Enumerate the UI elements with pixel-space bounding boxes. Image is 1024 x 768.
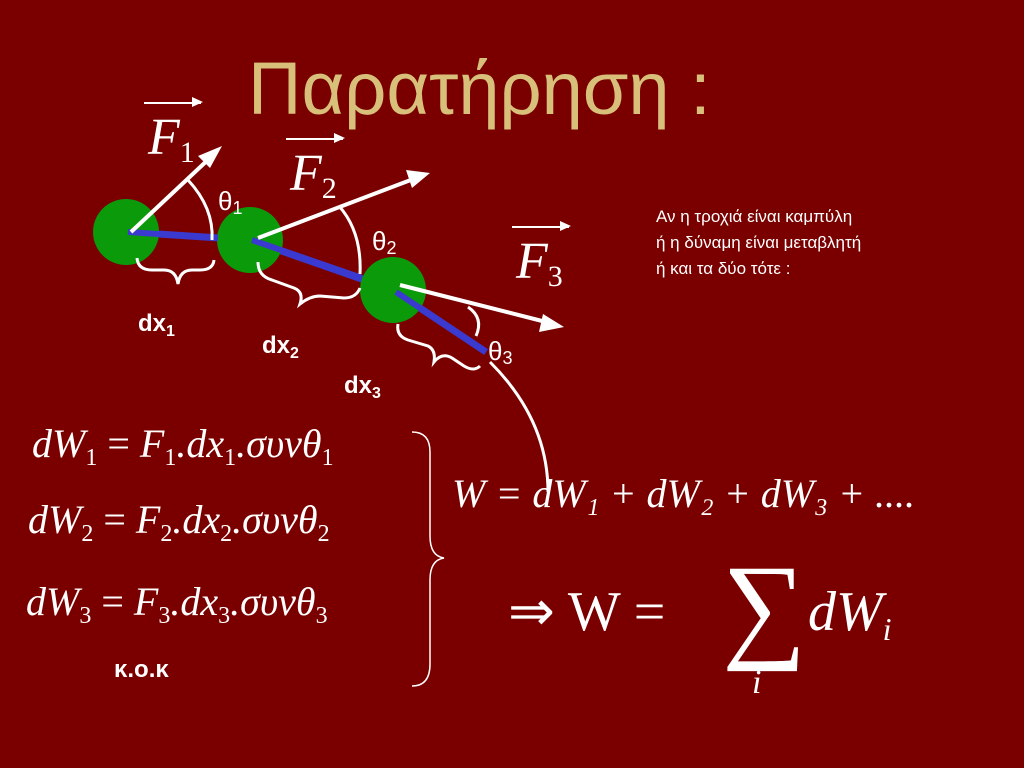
pointer-curve bbox=[488, 360, 550, 493]
sum-lhs: ⇒ W = bbox=[508, 581, 666, 643]
displacement-label-2: dx2 bbox=[262, 332, 299, 362]
force-arrow-3 bbox=[399, 283, 564, 332]
force-label-1: F1 bbox=[144, 97, 203, 169]
brace-dx3 bbox=[396, 323, 482, 371]
total-work-equation: W = dW₁ + dW₂ + dW₃ + .... bbox=[452, 471, 915, 516]
note-line-3: ή και τα δύο τότε : bbox=[656, 259, 791, 278]
particle-2 bbox=[217, 207, 283, 273]
note-line-1: Αν η τροχιά είναι καμπύλη bbox=[656, 207, 853, 226]
force-label-3: F3 bbox=[512, 221, 571, 293]
sum-symbol: ∑ bbox=[722, 541, 807, 672]
equations-brace bbox=[411, 431, 445, 687]
particle-1 bbox=[93, 199, 159, 265]
force-arrow-2 bbox=[257, 170, 430, 240]
angle-label-3: θ3 bbox=[488, 336, 513, 368]
sum-term: dWi bbox=[808, 581, 892, 647]
curved-path-note: Αν η τροχιά είναι καμπύλη ή η δύναμη είν… bbox=[656, 204, 986, 282]
brace-dx1 bbox=[135, 257, 216, 285]
sum-index: i bbox=[752, 664, 762, 701]
angle-label-2: θ2 bbox=[372, 226, 397, 258]
displacement-label-1: dx1 bbox=[138, 310, 175, 340]
force-arrow-1 bbox=[129, 146, 222, 234]
and-so-on-label: κ.ο.κ bbox=[114, 656, 169, 683]
slide-title: Παρατήρηση : bbox=[248, 47, 711, 130]
displacement-label-3: dx3 bbox=[344, 372, 381, 402]
angle-arc-3 bbox=[467, 305, 481, 337]
equation-dw2: dW2 = F2.dx2.συνθ2 bbox=[28, 497, 330, 547]
force-label-2: F2 bbox=[286, 133, 345, 205]
particle-3 bbox=[360, 257, 426, 323]
angle-arc-1 bbox=[186, 178, 214, 241]
equation-dw1: dW1 = F1.dx1.συνθ1 bbox=[32, 421, 334, 471]
note-line-2: ή η δύναμη είναι μεταβλητή bbox=[656, 233, 862, 252]
equation-dw3: dW3 = F3.dx3.συνθ3 bbox=[26, 579, 328, 629]
angle-arc-2 bbox=[337, 205, 362, 275]
angle-label-1: θ1 bbox=[218, 186, 243, 218]
brace-dx2 bbox=[256, 261, 362, 309]
